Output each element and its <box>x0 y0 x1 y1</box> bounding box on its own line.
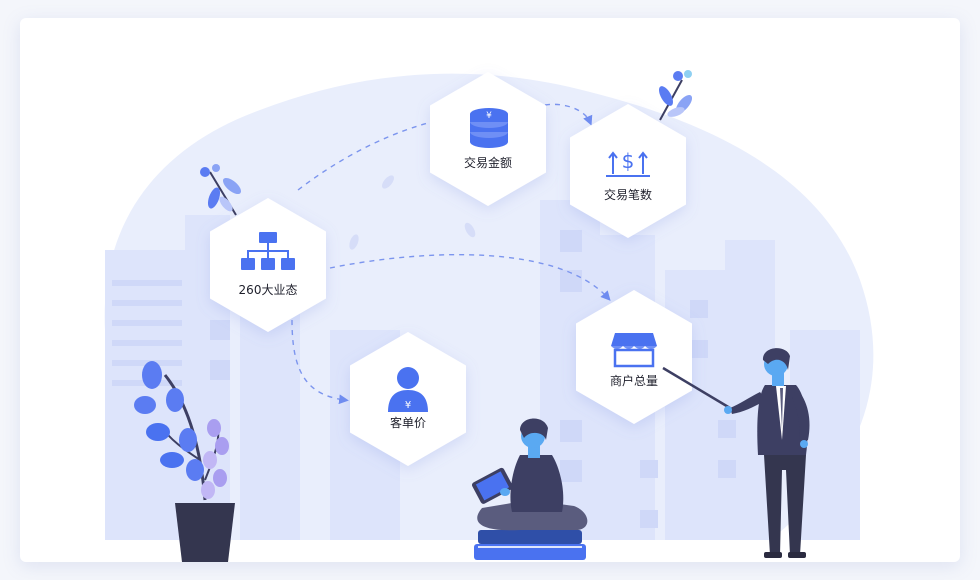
floating-leaves <box>349 175 476 250</box>
coin-stack-icon: ¥ <box>470 108 508 148</box>
branch-left-decoration <box>200 164 242 216</box>
hex-label-merchant-total: 商户总量 <box>610 373 658 388</box>
connector-formats-to-merchant <box>329 253 611 301</box>
svg-text:$: $ <box>622 149 635 173</box>
hex-node-business-formats: 260大业态 <box>210 198 326 332</box>
data-flow-illustration: 260大业态 ¥ 交易金额 $ 交易笔数 <box>104 70 874 562</box>
standing-presenter <box>662 348 810 558</box>
flow-connectors <box>291 103 611 405</box>
hex-node-merchant-total: 商户总量 <box>576 290 692 424</box>
hex-label-avg-order-value: 客单价 <box>390 415 426 430</box>
dollar-growth-icon: $ <box>606 149 650 177</box>
hex-label-business-formats: 260大业态 <box>239 283 298 297</box>
connector-formats-to-avgprice <box>291 319 349 405</box>
org-chart-icon <box>241 232 295 270</box>
seated-person-with-tablet <box>472 418 588 560</box>
illustration-card: 260大业态 ¥ 交易金额 $ 交易笔数 <box>20 18 960 562</box>
branch-right-decoration <box>659 70 693 121</box>
city-buildings <box>105 200 860 540</box>
hex-node-avg-order-value: ¥ 客单价 <box>350 332 466 466</box>
hex-node-transaction-count: $ 交易笔数 <box>570 104 686 238</box>
connector-formats-to-amount <box>297 121 433 191</box>
hex-node-transaction-amount: ¥ 交易金额 <box>430 72 546 206</box>
storefront-icon <box>611 333 657 368</box>
svg-text:¥: ¥ <box>486 111 492 121</box>
user-yuan-icon: ¥ <box>388 367 428 412</box>
svg-text:¥: ¥ <box>405 400 411 411</box>
potted-plant <box>134 361 235 562</box>
hex-label-transaction-amount: 交易金额 <box>464 155 512 170</box>
hex-label-transaction-count: 交易笔数 <box>604 187 652 202</box>
